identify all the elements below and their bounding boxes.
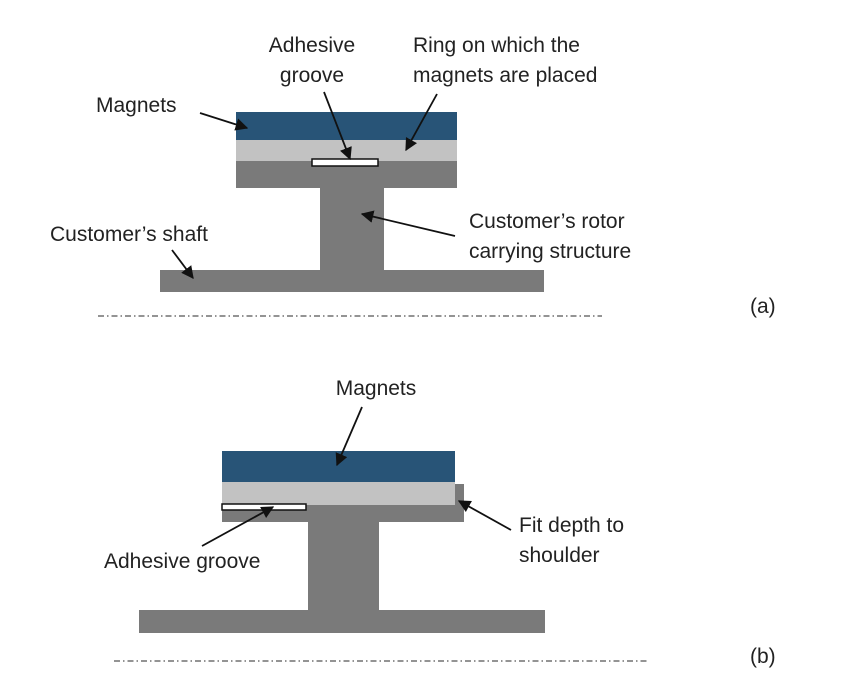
figure-tag-b: (b) [750,645,776,668]
adhesive-groove-label-a-line2: groove [280,64,344,87]
adhesive-groove-b [221,503,307,511]
magnets-label-a: Magnets [96,94,177,117]
adhesive-groove-arrow-a [323,91,352,161]
adhesive-groove-label-a-line1: Adhesive [269,34,355,57]
magnets-arrow-b [335,406,363,467]
diagram-b: Magnets Adhesive groove Fit depth to sho… [104,377,776,668]
ring-label-line2: magnets are placed [413,64,597,87]
ring-label-line1: Ring on which the [413,34,580,57]
ring-arrow [405,93,438,152]
adhesive-groove-label-b: Adhesive groove [104,550,260,573]
rotor-structure-label-line1: Customer’s rotor [469,210,625,233]
shaft-arrow [171,249,194,280]
diagram-a: Magnets Adhesive groove Ring on which th… [50,34,776,318]
shaft-b [139,610,545,633]
shaft-a [160,270,544,292]
magnet-ring-b [222,481,455,505]
magnets-arrow-a [199,112,249,131]
magnets-label-b: Magnets [336,377,417,400]
shoulder-b [455,484,464,508]
rotor-structure-label-line2: carrying structure [469,240,631,263]
rotor-web-a [320,180,384,272]
rotor-structure-arrow [360,210,456,237]
magnets-b [222,451,455,482]
rotor-web-b [308,515,379,613]
fit-depth-label-line2: shoulder [519,544,600,567]
figure-tag-a: (a) [750,295,776,318]
adhesive-groove-arrow-b [201,506,275,547]
adhesive-groove-a [311,158,379,167]
shaft-label: Customer’s shaft [50,223,208,246]
fit-depth-arrow [457,500,512,531]
fit-depth-label-line1: Fit depth to [519,514,624,537]
